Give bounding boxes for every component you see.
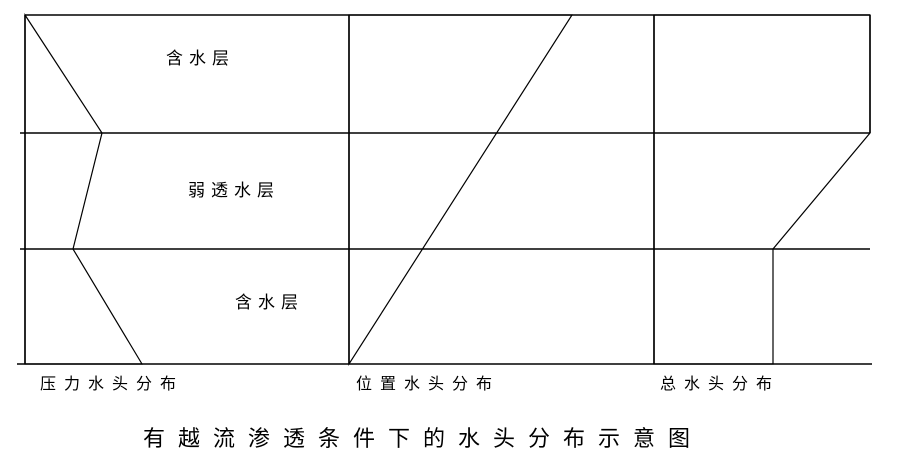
layer-label-upper-aquifer: 含水层 bbox=[166, 49, 235, 69]
pressure-head-region bbox=[24, 12, 144, 365]
caption-elevation-head: 位置水头分布 bbox=[356, 374, 500, 393]
diagram-title: 有越流渗透条件下的水头分布示意图 bbox=[143, 427, 703, 452]
caption-total-head: 总水头分布 bbox=[660, 374, 780, 393]
layer-label-aquitard: 弱透水层 bbox=[188, 181, 280, 201]
caption-pressure-head: 压力水头分布 bbox=[40, 374, 184, 393]
layer-label-lower-aquifer: 含水层 bbox=[235, 293, 304, 313]
elevation-head-region bbox=[348, 14, 574, 367]
total-head-region bbox=[653, 14, 871, 365]
